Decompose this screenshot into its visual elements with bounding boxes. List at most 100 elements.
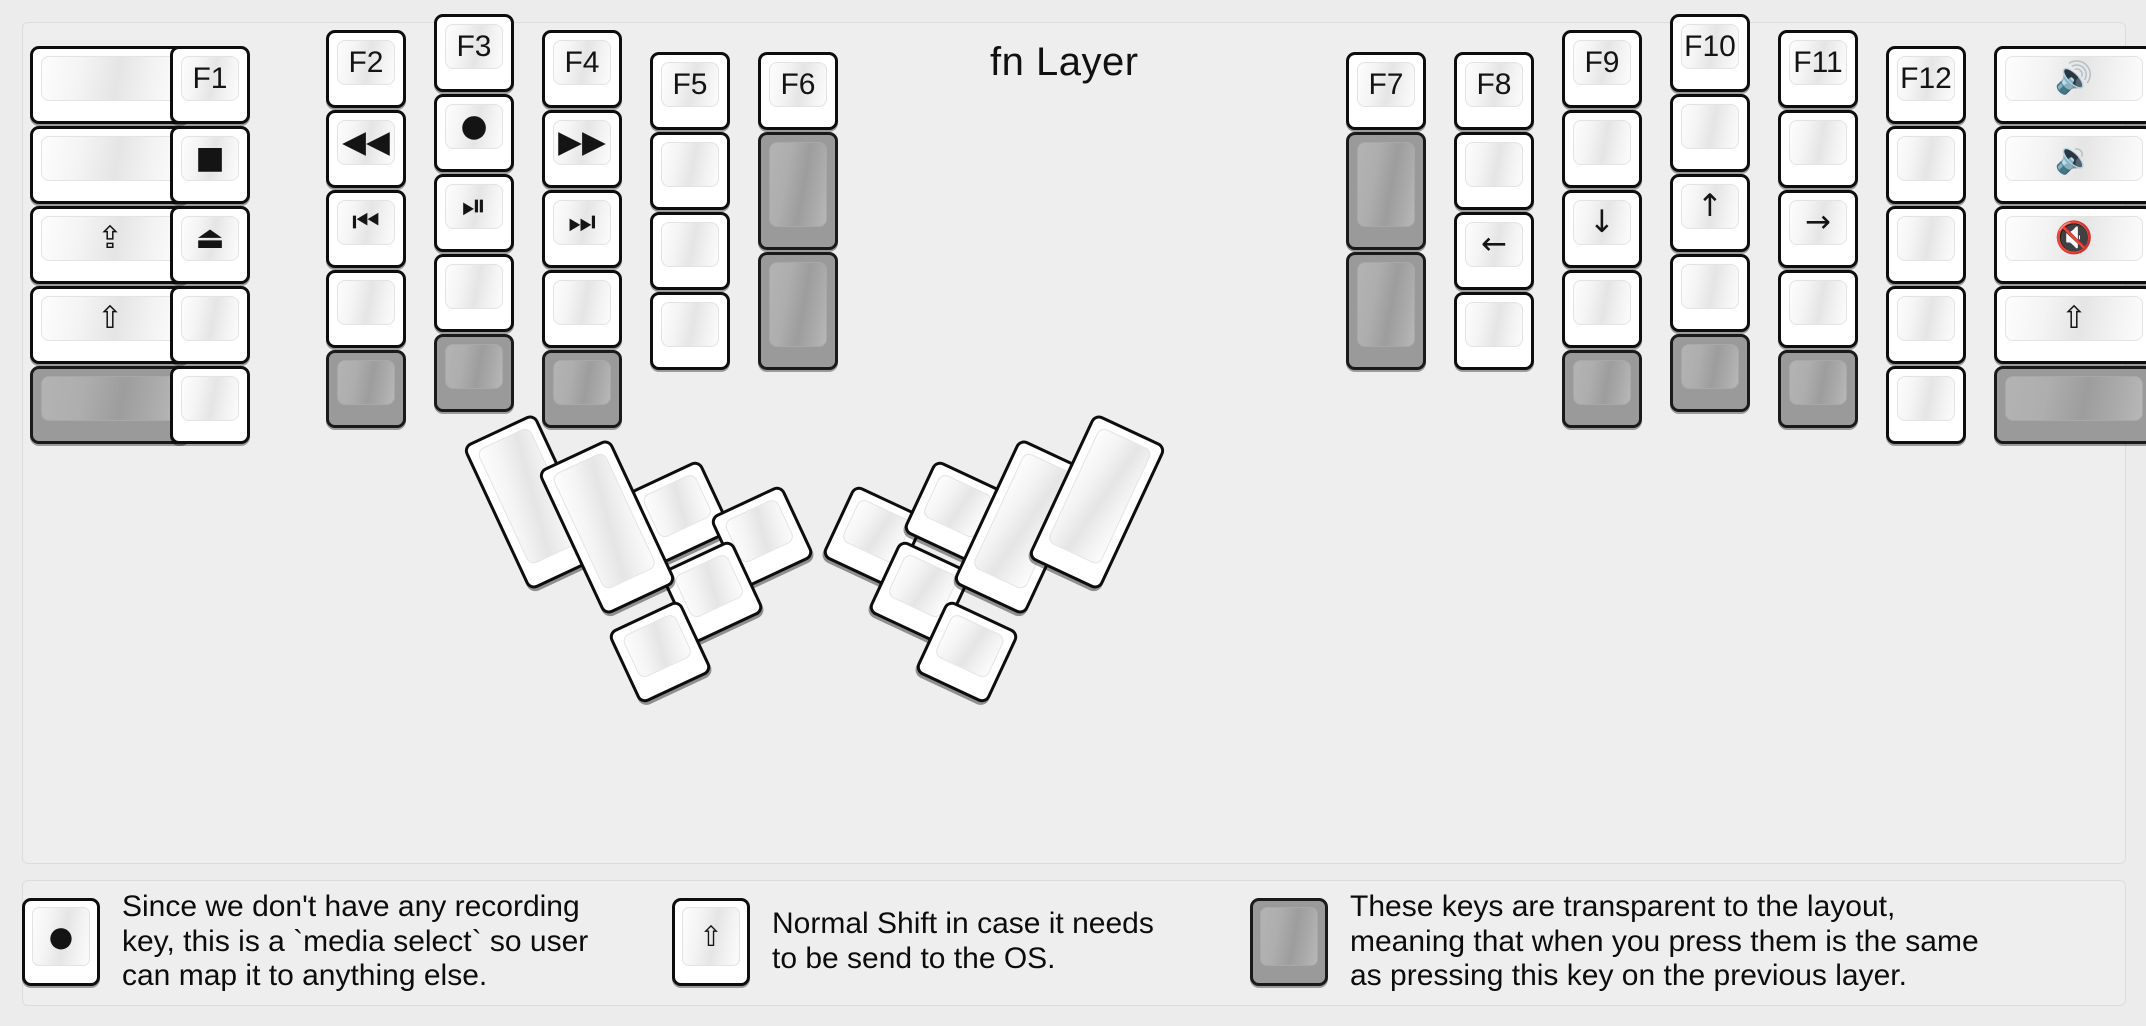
key-label: ◀◀: [342, 124, 390, 160]
key-label: F9: [1584, 45, 1620, 79]
key-cap: ←: [1465, 222, 1523, 267]
f5-key[interactable]: F5: [650, 52, 730, 130]
blank-key[interactable]: [1562, 110, 1642, 188]
blank-key[interactable]: [170, 366, 250, 444]
blank-key[interactable]: [650, 132, 730, 210]
blank-key[interactable]: [1886, 126, 1966, 204]
rewind-icon[interactable]: ◀◀: [326, 110, 406, 188]
next-track-icon[interactable]: ⏭: [542, 190, 622, 268]
key-cap: [2005, 376, 2143, 421]
key-cap: F12: [1897, 56, 1955, 101]
key-label: ⏏: [195, 220, 225, 256]
f12-key[interactable]: F12: [1886, 46, 1966, 124]
f10-key[interactable]: F10: [1670, 14, 1750, 92]
arrow-right-icon[interactable]: →: [1778, 190, 1858, 268]
blank-key[interactable]: [1778, 110, 1858, 188]
key-cap: [1681, 264, 1739, 309]
fast-forward-icon[interactable]: ▶▶: [542, 110, 622, 188]
blank-icon[interactable]: [1250, 898, 1328, 986]
key-cap: 🔇: [2005, 216, 2143, 261]
blank-key[interactable]: [434, 334, 514, 412]
caps-lock-icon[interactable]: ⇪: [30, 206, 190, 284]
blank-key[interactable]: [758, 252, 838, 370]
key-cap: ⏮: [337, 200, 395, 245]
blank-key[interactable]: [1886, 366, 1966, 444]
blank-key[interactable]: [542, 350, 622, 428]
blank-key[interactable]: [542, 270, 622, 348]
f7-key[interactable]: F7: [1346, 52, 1426, 130]
blank-key[interactable]: [30, 126, 190, 204]
blank-key[interactable]: [650, 292, 730, 370]
blank-key[interactable]: [1994, 366, 2146, 444]
f2-key[interactable]: F2: [326, 30, 406, 108]
legend-key-glyph: ●: [32, 907, 90, 966]
arrow-up-icon[interactable]: ↑: [1670, 174, 1750, 252]
key-cap: [1897, 296, 1955, 341]
volume-mute-icon[interactable]: 🔇: [1994, 206, 2146, 284]
blank-key[interactable]: [30, 46, 190, 124]
stop-icon[interactable]: ■: [170, 126, 250, 204]
arrow-down-icon[interactable]: ↓: [1562, 190, 1642, 268]
key-label: ▶▶: [558, 124, 606, 160]
legend-key-glyph: [1260, 907, 1318, 966]
key-label: →: [1805, 204, 1831, 240]
volume-down-icon[interactable]: 🔉: [1994, 126, 2146, 204]
blank-key[interactable]: [1670, 254, 1750, 332]
play-pause-icon[interactable]: ⏯: [434, 174, 514, 252]
legend-item: ⇧Normal Shift in case it needs to be sen…: [672, 898, 1154, 986]
blank-key[interactable]: [1562, 350, 1642, 428]
arrow-left-icon[interactable]: ←: [1454, 212, 1534, 290]
f3-key[interactable]: F3: [434, 14, 514, 92]
shift-icon[interactable]: ⇧: [1994, 286, 2146, 364]
key-cap: ⏯: [445, 184, 503, 229]
key-cap: [661, 222, 719, 267]
f6-key[interactable]: F6: [758, 52, 838, 130]
key-cap: [553, 280, 611, 325]
key-cap: [41, 136, 179, 181]
shift-icon[interactable]: ⇧: [30, 286, 190, 364]
legend-item: These keys are transparent to the layout…: [1250, 890, 1979, 992]
blank-key[interactable]: [1886, 206, 1966, 284]
f9-key[interactable]: F9: [1562, 30, 1642, 108]
blank-key[interactable]: [758, 132, 838, 250]
previous-track-icon[interactable]: ⏮: [326, 190, 406, 268]
blank-key[interactable]: [326, 270, 406, 348]
key-label: ←: [1481, 226, 1507, 262]
eject-icon[interactable]: ⏏: [170, 206, 250, 284]
blank-key[interactable]: [434, 254, 514, 332]
record-icon[interactable]: ●: [22, 898, 100, 986]
key-cap: [181, 376, 239, 421]
record-icon[interactable]: ●: [434, 94, 514, 172]
f4-key[interactable]: F4: [542, 30, 622, 108]
blank-key[interactable]: [650, 212, 730, 290]
blank-key[interactable]: [1778, 350, 1858, 428]
blank-key[interactable]: [1562, 270, 1642, 348]
key-label: ⏯: [461, 188, 487, 224]
volume-up-icon[interactable]: 🔊: [1994, 46, 2146, 124]
key-cap: [1789, 120, 1847, 165]
legend-item: ●Since we don't have any recording key, …: [22, 890, 588, 992]
key-label: F2: [348, 45, 384, 79]
shift-icon[interactable]: ⇧: [672, 898, 750, 986]
blank-key[interactable]: [1454, 292, 1534, 370]
blank-key[interactable]: [1670, 334, 1750, 412]
f1-key[interactable]: F1: [170, 46, 250, 124]
blank-key[interactable]: [1454, 132, 1534, 210]
key-cap: [1465, 302, 1523, 347]
blank-key[interactable]: [1778, 270, 1858, 348]
blank-key[interactable]: [1670, 94, 1750, 172]
key-cap: ▶▶: [553, 120, 611, 165]
blank-key[interactable]: [170, 286, 250, 364]
key-label: F3: [456, 29, 492, 63]
f8-key[interactable]: F8: [1454, 52, 1534, 130]
blank-key[interactable]: [30, 366, 190, 444]
key-cap: [1681, 344, 1739, 389]
blank-key[interactable]: [1346, 252, 1426, 370]
blank-key[interactable]: [1346, 132, 1426, 250]
blank-key[interactable]: [1886, 286, 1966, 364]
key-label: 🔇: [2054, 220, 2094, 256]
f11-key[interactable]: F11: [1778, 30, 1858, 108]
legend-text: These keys are transparent to the layout…: [1350, 889, 1979, 993]
blank-key[interactable]: [326, 350, 406, 428]
